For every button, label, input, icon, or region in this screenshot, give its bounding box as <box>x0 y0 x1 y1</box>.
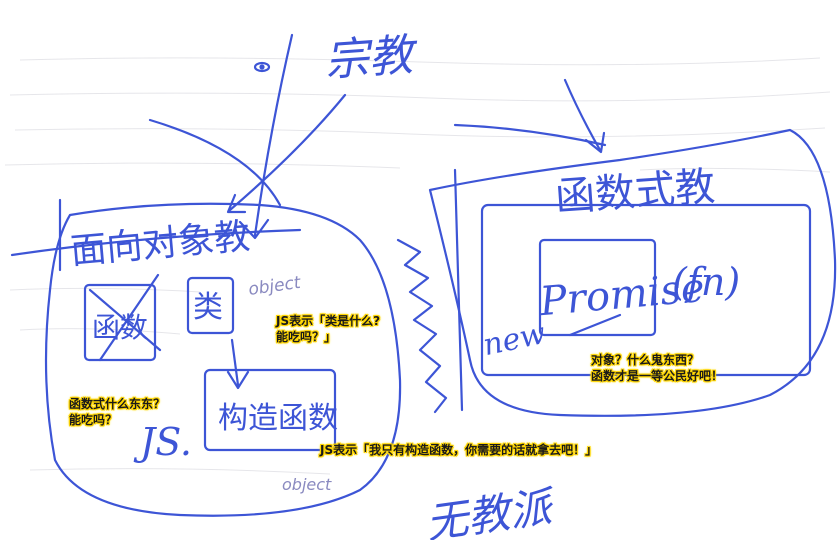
promise-inner-box <box>538 238 657 337</box>
constructor-annotation-line-1: JS表示「我只有构造函数，你需要的话就拿去吧！」 <box>320 443 598 457</box>
class-term: 类 <box>193 290 223 325</box>
function-annotation-line-1: 函数式什么东东？ <box>69 397 166 411</box>
small-circle-mark <box>253 61 271 73</box>
class-box <box>186 276 235 335</box>
arrow-to-left-3 <box>148 118 282 207</box>
constructor-term: 构造函数 <box>218 401 338 436</box>
promise-box <box>480 203 812 377</box>
arrow-to-left-1 <box>253 33 294 237</box>
function-annotation: 函数式什么东东？ 能吃吗？ <box>69 396 165 428</box>
zigzag-separator <box>396 238 448 414</box>
code-fn: (fn) <box>672 260 740 304</box>
object-annotation-line-2: 函数才是一等公民好吧！ <box>591 369 724 383</box>
function-annotation-line-2: 能吃吗？ <box>69 413 118 427</box>
object-label-top: object <box>247 273 303 300</box>
right-region-outline <box>428 128 837 417</box>
class-annotation: JS表示「类是什么? 能吃吗？」 <box>276 313 380 345</box>
left-heading: 面向对象教 <box>69 216 252 273</box>
class-to-constructor-arrow <box>230 338 240 387</box>
left-region-outline <box>44 202 402 517</box>
background-scratches <box>4 57 831 475</box>
js-term: JS. <box>133 420 192 464</box>
object-label-bottom: object <box>282 475 332 494</box>
class-annotation-line-1: JS表示「类是什么? <box>276 314 381 328</box>
object-annotation-line-1: 对象？什么鬼东西？ <box>591 353 700 367</box>
function-box <box>83 283 157 362</box>
function-term: 函数 <box>92 311 148 344</box>
constructor-box <box>203 368 337 452</box>
constructor-annotation: JS表示「我只有构造函数，你需要的话就拿去吧！」 <box>320 442 597 458</box>
code-new: new <box>480 316 549 363</box>
ink-strokes <box>10 33 837 517</box>
object-annotation: 对象？什么鬼东西？ 函数才是一等公民好吧！ <box>591 352 723 384</box>
bottom-label: 无教派 <box>423 481 560 540</box>
arrow-to-left-2 <box>228 93 347 212</box>
arrow-to-right-2 <box>453 123 607 147</box>
right-heading: 函数式教 <box>554 164 717 221</box>
class-annotation-line-2: 能吃吗？」 <box>276 330 337 344</box>
sketch-title: 宗教 <box>323 29 420 86</box>
